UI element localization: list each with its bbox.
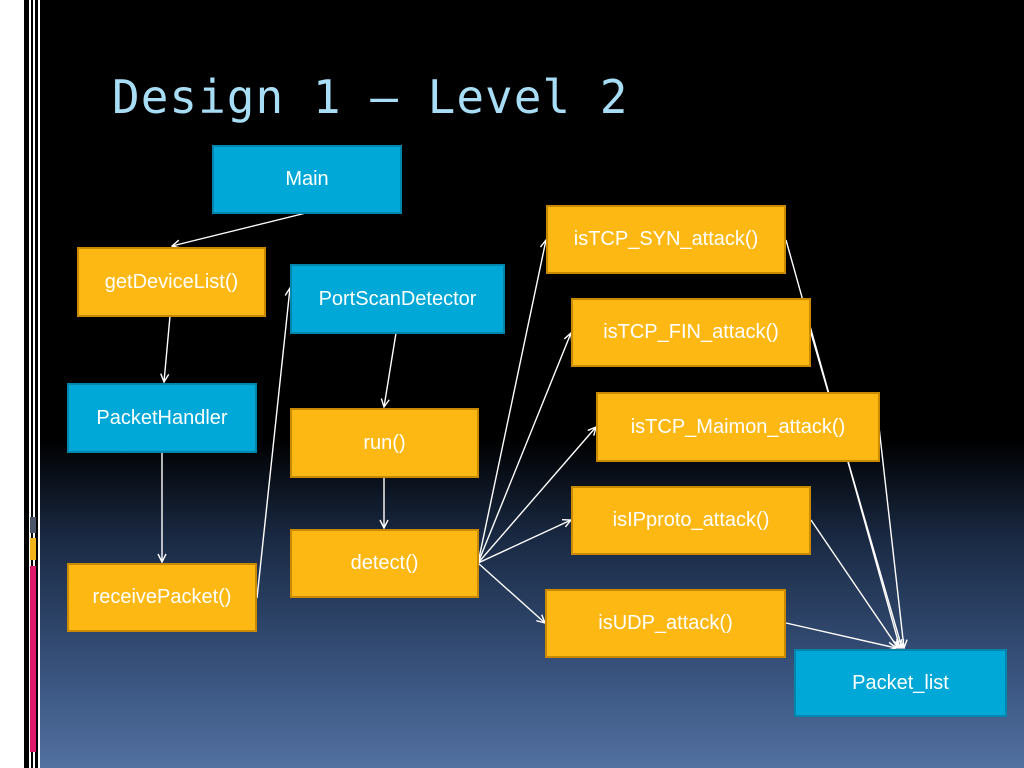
node-main: Main [212,145,402,214]
node-packet-handler: PacketHandler [67,383,257,453]
node-is-udp-attack: isUDP_attack() [545,589,786,658]
node-detect: detect() [290,529,479,598]
accent-magenta-bar [30,566,36,752]
edge-isipproto-packetlist [810,519,898,648]
edge-detect-istcpfin [477,333,571,564]
decor-bar-1 [24,0,29,768]
node-port-scan-detector: PortScanDetector [290,264,505,334]
slide-title: Design 1 – Level 2 [112,70,629,124]
edge-detect-isudp [477,562,545,623]
edge-main-getdevicelist [172,212,307,246]
accent-slate-block [30,517,36,533]
edge-detect-isipproto [477,520,571,564]
node-is-tcp-syn-attack: isTCP_SYN_attack() [546,205,786,274]
decor-bar-3 [35,0,38,768]
node-is-tcp-maimon-attack: isTCP_Maimon_attack() [596,392,880,462]
edge-istcpfin-packetlist [810,332,902,648]
node-receive-packet: receivePacket() [67,563,257,632]
node-run: run() [290,408,479,478]
edge-istcpmaimon-packetlist [878,426,904,648]
edge-detect-istcpmaimon [477,427,596,564]
decor-bar-2 [31,0,33,768]
left-decor-strip [0,0,40,768]
node-is-tcp-fin-attack: isTCP_FIN_attack() [571,298,811,367]
edge-getdevicelist-packethandler [164,315,171,382]
node-packet-list: Packet_list [794,649,1007,717]
edge-portscandetector-run [384,332,397,407]
edge-isudp-packetlist [785,622,896,648]
accent-gold-block [30,538,36,560]
node-is-ip-proto-attack: isIPproto_attack() [571,486,811,555]
edge-detect-istcpsyn [477,240,546,564]
edge-receivepacket-portscandetector [256,288,290,599]
node-get-device-list: getDeviceList() [77,247,266,317]
